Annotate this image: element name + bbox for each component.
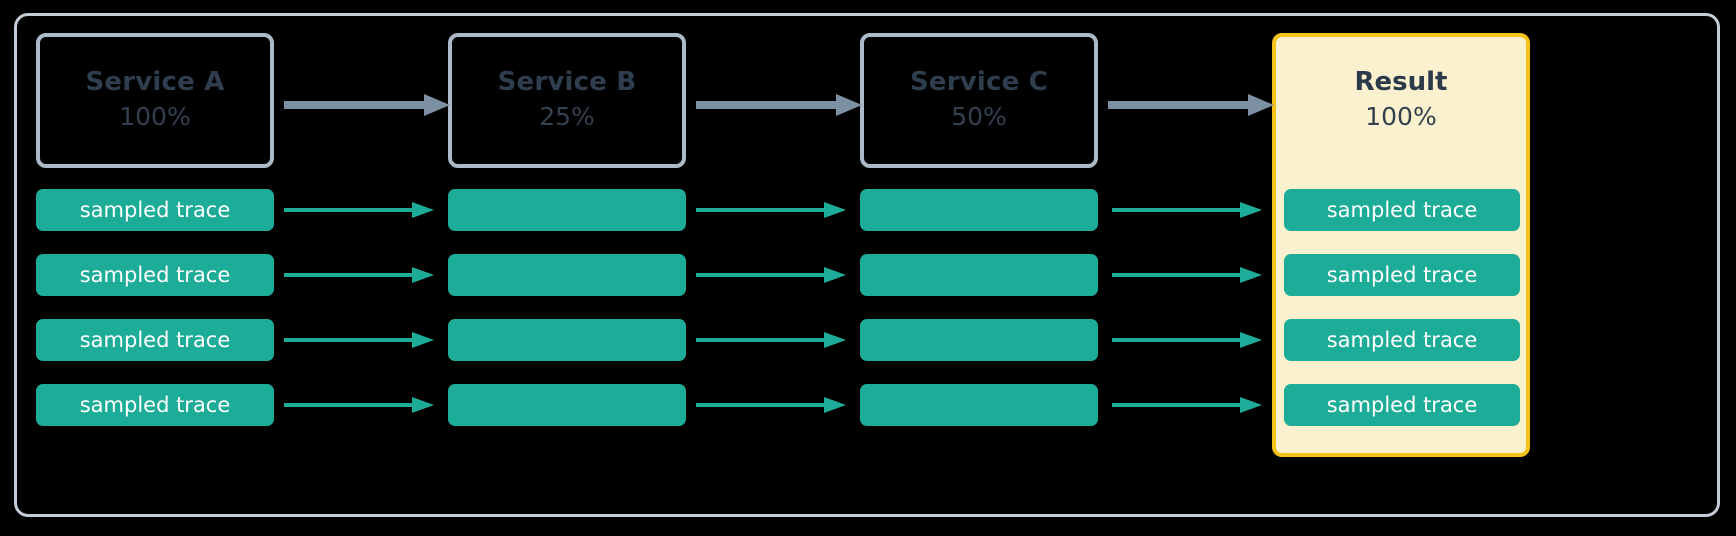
trace-bar[interactable]: sampled trace xyxy=(1284,384,1520,426)
trace-arrow xyxy=(1112,201,1262,219)
service-box-service-b[interactable]: Service B 25% xyxy=(448,33,686,168)
trace-bar-label: sampled trace xyxy=(1326,327,1478,352)
arrow-service-a-to-service-b xyxy=(284,93,450,117)
trace-bar[interactable] xyxy=(860,189,1098,231)
service-c-percent: 50% xyxy=(951,101,1007,131)
trace-bar[interactable]: sampled trace xyxy=(36,319,274,361)
trace-bar[interactable]: sampled trace xyxy=(36,384,274,426)
trace-bar[interactable]: sampled trace xyxy=(1284,189,1520,231)
trace-arrow xyxy=(696,331,846,349)
trace-bar[interactable]: sampled trace xyxy=(1284,254,1520,296)
trace-bar[interactable] xyxy=(860,254,1098,296)
trace-bar[interactable]: sampled trace xyxy=(1284,319,1520,361)
arrow-service-c-to-result xyxy=(1108,93,1274,117)
trace-bar-label: sampled trace xyxy=(79,327,231,352)
trace-bar-label: sampled trace xyxy=(79,262,231,287)
arrow-service-b-to-service-c xyxy=(696,93,862,117)
trace-arrow xyxy=(284,331,434,349)
trace-bar-label: sampled trace xyxy=(79,197,231,222)
trace-arrow xyxy=(696,201,846,219)
trace-bar[interactable] xyxy=(448,319,686,361)
trace-arrow xyxy=(284,396,434,414)
trace-bar[interactable]: sampled trace xyxy=(36,254,274,296)
trace-bar-label: sampled trace xyxy=(1326,392,1478,417)
trace-bar-label: sampled trace xyxy=(1326,197,1478,222)
trace-arrow xyxy=(1112,331,1262,349)
trace-arrow xyxy=(284,266,434,284)
trace-bar[interactable]: sampled trace xyxy=(36,189,274,231)
trace-bar[interactable] xyxy=(448,189,686,231)
trace-bar[interactable] xyxy=(448,384,686,426)
trace-bar[interactable] xyxy=(448,254,686,296)
trace-arrow xyxy=(284,201,434,219)
trace-bar[interactable] xyxy=(860,384,1098,426)
trace-arrow xyxy=(1112,396,1262,414)
service-a-percent: 100% xyxy=(119,101,191,131)
service-a-name: Service A xyxy=(85,66,225,97)
trace-bar[interactable] xyxy=(860,319,1098,361)
trace-arrow xyxy=(1112,266,1262,284)
service-b-percent: 25% xyxy=(539,101,595,131)
trace-bar-label: sampled trace xyxy=(1326,262,1478,287)
service-b-name: Service B xyxy=(497,66,637,97)
diagram-outer-frame xyxy=(14,13,1720,517)
trace-arrow xyxy=(696,266,846,284)
service-box-service-c[interactable]: Service C 50% xyxy=(860,33,1098,168)
trace-arrow xyxy=(696,396,846,414)
trace-bar-label: sampled trace xyxy=(79,392,231,417)
service-box-service-a[interactable]: Service A 100% xyxy=(36,33,274,168)
service-c-name: Service C xyxy=(909,66,1049,97)
